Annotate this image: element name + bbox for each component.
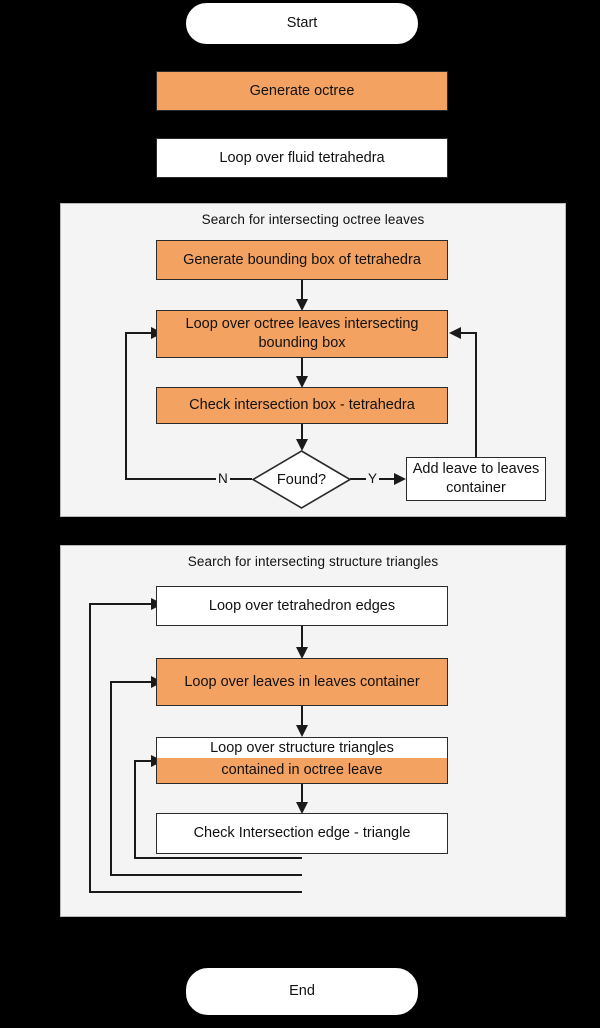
node-loop-leaves-in-container-label: Loop over leaves in leaves container <box>184 673 420 690</box>
node-loop-octree-leaves[interactable]: Loop over octree leaves intersecting bou… <box>156 310 448 358</box>
node-loop-structure-triangles-label-line1: Loop over structure triangles <box>157 738 447 758</box>
node-start-label: Start <box>286 15 318 32</box>
node-found-decision-label: Found? <box>276 471 327 488</box>
node-check-intersection-edge-triangle[interactable]: Check Intersection edge - triangle <box>156 813 448 854</box>
node-check-intersection-box-tetrahedra[interactable]: Check intersection box - tetrahedra <box>156 387 448 424</box>
node-add-leave-to-container[interactable]: Add leave to leaves container <box>406 457 546 501</box>
node-generate-bounding-box-label: Generate bounding box of tetrahedra <box>183 251 421 268</box>
node-loop-tetrahedron-edges-label: Loop over tetrahedron edges <box>208 597 396 614</box>
subgraph-octree-leaves-title: Search for intersecting octree leaves <box>201 212 425 227</box>
node-loop-octree-leaves-label: Loop over octree leaves intersecting bou… <box>185 316 419 351</box>
node-loop-fluid-tetrahedra-label: Loop over fluid tetrahedra <box>219 149 385 166</box>
node-start[interactable]: Start <box>186 3 418 44</box>
node-generate-octree-label: Generate octree <box>249 82 355 99</box>
edge-label-no: N <box>216 471 230 486</box>
node-loop-structure-triangles[interactable]: Loop over structure triangles contained … <box>156 737 448 784</box>
node-check-intersection-edge-triangle-label: Check Intersection edge - triangle <box>193 825 411 842</box>
node-generate-octree[interactable]: Generate octree <box>156 71 448 111</box>
node-end[interactable]: End <box>186 968 418 1015</box>
node-check-intersection-box-tetrahedra-label: Check intersection box - tetrahedra <box>189 397 415 414</box>
node-loop-fluid-tetrahedra[interactable]: Loop over fluid tetrahedra <box>156 138 448 178</box>
diamond-shape <box>252 450 351 509</box>
node-loop-leaves-in-container[interactable]: Loop over leaves in leaves container <box>156 658 448 706</box>
node-generate-bounding-box[interactable]: Generate bounding box of tetrahedra <box>156 240 448 280</box>
node-found-decision[interactable]: Found? <box>252 450 351 509</box>
node-add-leave-to-container-label: Add leave to leaves container <box>412 461 540 496</box>
node-loop-tetrahedron-edges[interactable]: Loop over tetrahedron edges <box>156 586 448 626</box>
subgraph-structure-triangles-title: Search for intersecting structure triang… <box>187 554 439 569</box>
edge-label-yes: Y <box>366 471 380 486</box>
node-loop-structure-triangles-label-line2: contained in octree leave <box>157 758 447 783</box>
node-end-label: End <box>289 983 315 1000</box>
